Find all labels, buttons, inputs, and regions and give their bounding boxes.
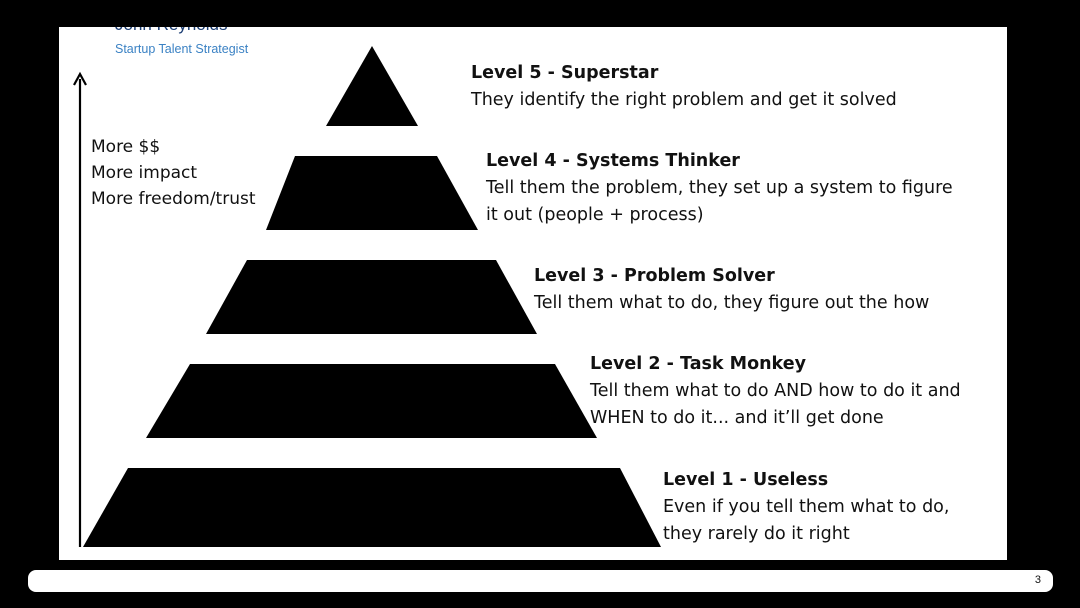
level-1-desc-line-2: they rarely do it right — [663, 524, 850, 544]
benefit-more-impact: More impact — [91, 163, 198, 183]
level-3-desc-line-1: Tell them what to do, they figure out th… — [534, 293, 930, 313]
progression-arrow-head-icon — [73, 71, 87, 86]
page-number: 3 — [1034, 574, 1041, 586]
slide-footer-bar: 3 — [28, 570, 1053, 592]
level-4-title: Level 4 - Systems Thinker — [486, 151, 740, 171]
level-2-desc-line-2: WHEN to do it... and it’ll get done — [590, 408, 884, 428]
level-1-title: Level 1 - Useless — [663, 470, 829, 490]
level-2-desc-line-1: Tell them what to do AND how to do it an… — [590, 381, 961, 401]
level-2-label: Level 2 - Task Monkey Tell them what to … — [590, 351, 961, 432]
level-5-label: Level 5 - Superstar They identify the ri… — [471, 60, 897, 114]
author-name: John Reynolds — [115, 27, 227, 35]
level-4-label: Level 4 - Systems Thinker Tell them the … — [486, 148, 953, 229]
benefit-more-money: More $$ — [91, 137, 161, 157]
level-3-title: Level 3 - Problem Solver — [534, 266, 775, 286]
benefits-list: More $$ More impact More freedom/trust — [91, 134, 256, 212]
level-4-desc-line-1: Tell them the problem, they set up a sys… — [486, 178, 953, 198]
slide: John Reynolds Startup Talent Strategist … — [59, 27, 1007, 560]
pyramid-diagram — [73, 46, 661, 547]
level-2-title: Level 2 - Task Monkey — [590, 354, 806, 374]
pyramid-tier-level-2 — [146, 364, 597, 438]
pyramid-tier-level-5 — [326, 46, 418, 126]
level-1-desc-line-1: Even if you tell them what to do, — [663, 497, 950, 517]
pyramid-tier-level-4 — [266, 156, 478, 230]
author-role: Startup Talent Strategist — [115, 42, 249, 56]
level-5-title: Level 5 - Superstar — [471, 63, 659, 83]
level-4-desc-line-2: it out (people + process) — [486, 205, 704, 225]
benefit-more-freedom: More freedom/trust — [91, 189, 256, 209]
level-1-label: Level 1 - Useless Even if you tell them … — [663, 467, 949, 548]
pyramid-tier-level-1 — [83, 468, 661, 547]
level-5-desc-line-1: They identify the right problem and get … — [471, 90, 897, 110]
level-3-label: Level 3 - Problem Solver Tell them what … — [534, 263, 929, 317]
pyramid-tier-level-3 — [206, 260, 537, 334]
